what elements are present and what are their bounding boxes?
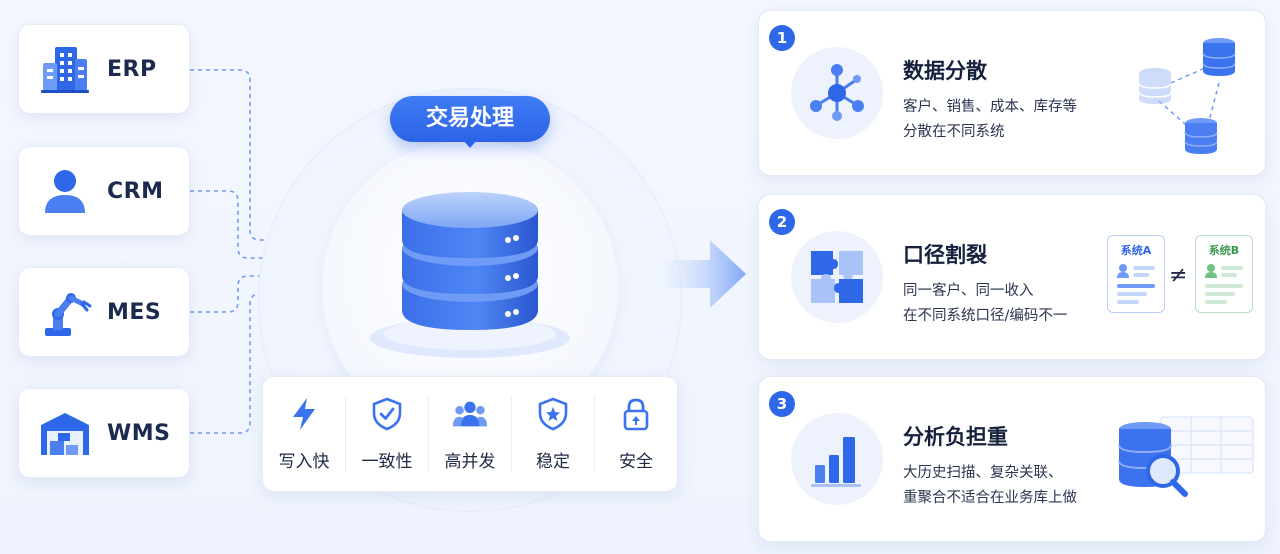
source-label-mes: MES — [107, 299, 162, 325]
system-a-card: 系统A — [1107, 235, 1165, 313]
users-icon — [452, 396, 488, 432]
source-card-erp[interactable]: ERP — [18, 24, 190, 114]
shield-check-icon — [369, 396, 405, 432]
issue-description-line-1: 大历史扫描、复杂关联、 — [903, 465, 1063, 481]
issue-number-badge: 1 — [769, 25, 795, 51]
network-nodes-icon — [791, 47, 883, 139]
issue-number-badge: 2 — [769, 209, 795, 235]
issue-title: 口径割裂 — [903, 243, 987, 267]
issue-number-badge: 3 — [769, 391, 795, 417]
issue-title: 数据分散 — [903, 59, 987, 83]
issue-card-analytics-burden[interactable]: 3 分析负担重 大历史扫描、复杂关联、 重聚合不适合在业务库上做 — [758, 376, 1266, 542]
source-card-crm[interactable]: CRM — [18, 146, 190, 236]
system-b-label: 系统B — [1208, 244, 1240, 257]
system-b-card: 系统B — [1195, 235, 1253, 313]
source-card-wms[interactable]: WMS — [18, 388, 190, 478]
database-stack-icon — [370, 192, 570, 358]
feature-label: 一致性 — [361, 452, 413, 472]
feature-label: 高并发 — [444, 452, 496, 472]
bar-chart-icon — [791, 413, 883, 505]
issue-description: 客户、销售、成本、库存等 分散在不同系统 — [903, 95, 1077, 145]
feature-secure: 安全 — [595, 396, 677, 472]
issue-description-line-2: 在不同系统口径/编码不一 — [903, 308, 1068, 324]
feature-high-concurrency: 高并发 — [429, 396, 512, 472]
source-label-wms: WMS — [107, 420, 171, 446]
feature-label: 安全 — [619, 452, 653, 472]
source-label-erp: ERP — [107, 56, 157, 82]
pill-pointer — [463, 140, 477, 148]
issue-card-inconsistent-definitions[interactable]: 2 口径割裂 同一客户、同一收入 在不同系统口径/编码不一 系统A ≠ 系统B — [758, 194, 1266, 360]
issue-description-line-1: 客户、销售、成本、库存等 — [903, 99, 1077, 115]
puzzle-icon — [791, 231, 883, 323]
flow-arrow-icon — [664, 240, 746, 308]
system-a-label: 系统A — [1120, 244, 1152, 257]
not-equal-sign: ≠ — [1169, 263, 1188, 288]
building-icon — [35, 39, 95, 99]
issue-card-data-scattered[interactable]: 1 数据分散 客户、销售、成本、库存等 分散在不同系统 — [758, 10, 1266, 176]
issue-description-line-1: 同一客户、同一收入 — [903, 283, 1034, 299]
issue-description: 同一客户、同一收入 在不同系统口径/编码不一 — [903, 279, 1067, 329]
source-card-mes[interactable]: MES — [18, 267, 190, 357]
issue-description-line-2: 重聚合不适合在业务库上做 — [903, 490, 1077, 506]
feature-label: 稳定 — [536, 452, 570, 472]
user-icon — [35, 161, 95, 221]
user-record-icon — [1117, 264, 1155, 304]
scattered-databases-icon — [1138, 38, 1236, 154]
lock-icon — [618, 396, 654, 432]
user-record-icon — [1205, 264, 1243, 304]
lightning-icon — [286, 396, 322, 432]
connector-crm — [190, 190, 292, 259]
robot-arm-icon — [35, 282, 95, 342]
source-label-crm: CRM — [107, 178, 164, 204]
connector-mes — [190, 275, 292, 313]
badge-star-icon — [535, 396, 571, 432]
warehouse-icon — [35, 403, 95, 463]
feature-write-fast: 写入快 — [263, 396, 346, 472]
feature-stable: 稳定 — [512, 396, 595, 472]
issue-description: 大历史扫描、复杂关联、 重聚合不适合在业务库上做 — [903, 461, 1077, 511]
issue-title: 分析负担重 — [903, 425, 1008, 449]
feature-bar: 写入快 一致性 高并发 稳定 安全 — [262, 376, 678, 492]
feature-label: 写入快 — [278, 452, 330, 472]
issue-description-line-2: 分散在不同系统 — [903, 124, 1005, 140]
feature-consistency: 一致性 — [346, 396, 429, 472]
transaction-processing-pill: 交易处理 — [390, 96, 550, 142]
database-search-icon — [1118, 416, 1254, 497]
